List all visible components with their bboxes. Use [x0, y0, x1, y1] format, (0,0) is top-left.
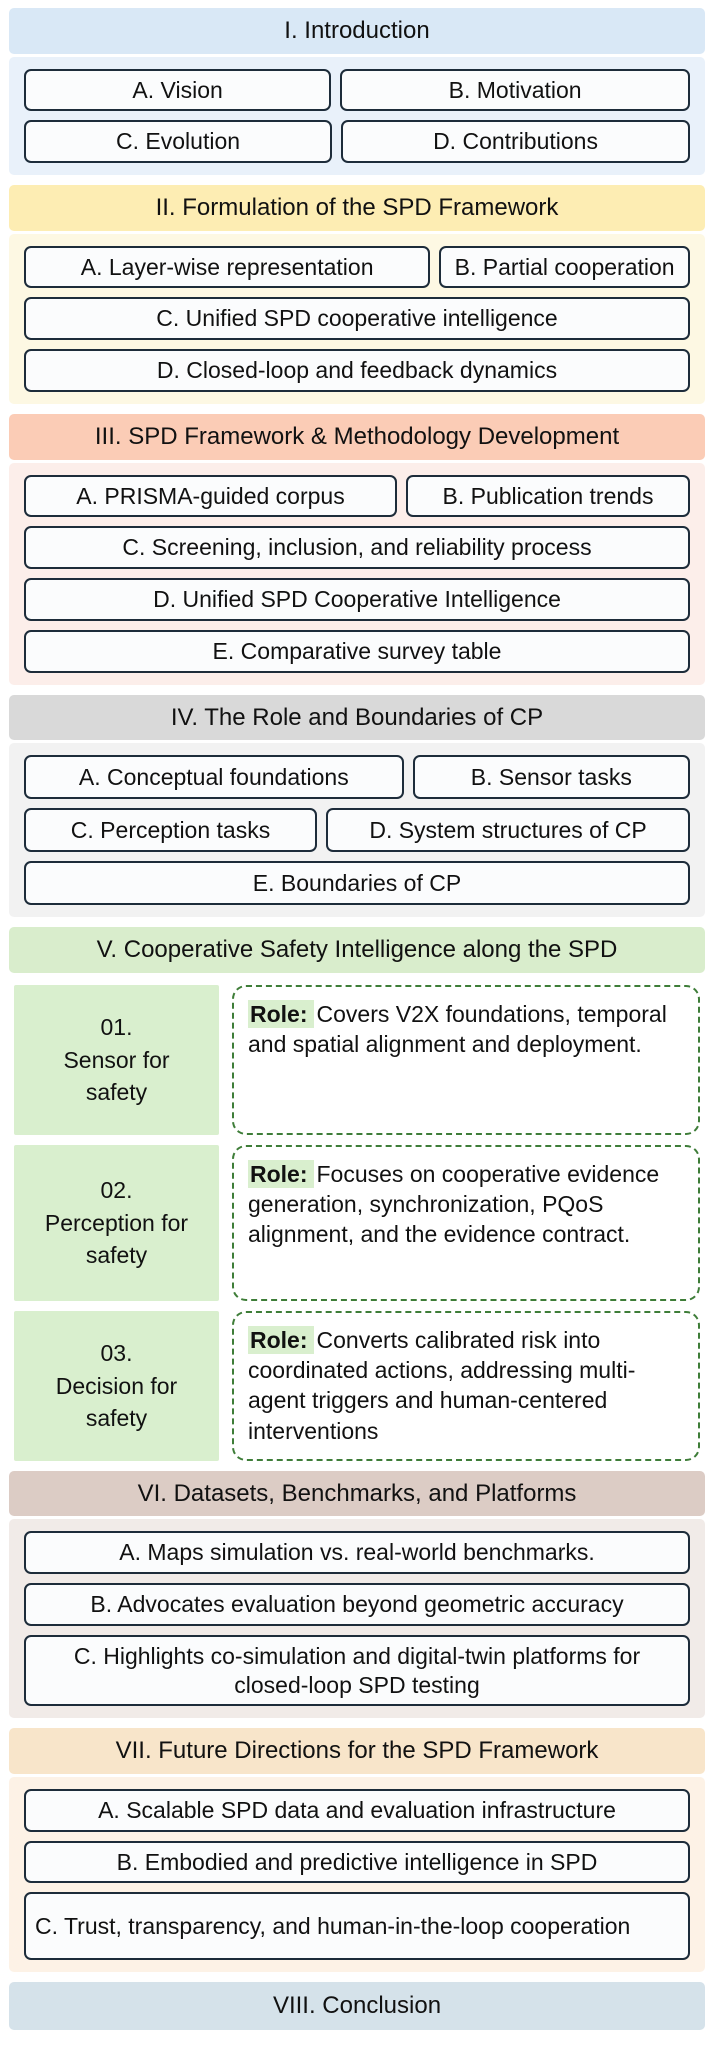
- section-vi-title: VI. Datasets, Benchmarks, and Platforms: [9, 1470, 705, 1517]
- item-unified-spd-intelligence: D. Unified SPD Cooperative Intelligence: [24, 578, 690, 621]
- section-methodology: III. SPD Framework & Methodology Develop…: [9, 413, 705, 685]
- role-tag: Role:: [248, 999, 314, 1028]
- spd-label-sensor: 01. Sensor for safety: [14, 984, 219, 1135]
- spd-row-sensor: 01. Sensor for safety Role:Covers V2X fo…: [14, 984, 700, 1135]
- item-boundaries-of-cp: E. Boundaries of CP: [24, 861, 690, 906]
- section-formulation: II. Formulation of the SPD Framework A. …: [9, 185, 705, 404]
- section-i-row-2: C. Evolution D. Contributions: [24, 120, 690, 164]
- role-tag: Role:: [248, 1325, 314, 1354]
- section-cp-boundaries: IV. The Role and Boundaries of CP A. Con…: [9, 694, 705, 918]
- section-i-row-1: A. Vision B. Motivation: [24, 68, 690, 112]
- item-perception-tasks: C. Perception tasks: [24, 808, 318, 853]
- item-conceptual-foundations: A. Conceptual foundations: [24, 755, 404, 800]
- spd-role-sensor: Role:Covers V2X foundations, temporal an…: [232, 984, 700, 1135]
- spd-role-decision: Role:Converts calibrated risk into coord…: [232, 1310, 700, 1461]
- spd-row-perception: 02. Perception for safety Role:Focuses o…: [14, 1144, 700, 1301]
- spd-name: Decision for safety: [55, 1372, 178, 1431]
- spd-number: 03.: [100, 1340, 133, 1367]
- spd-number: 02.: [100, 1177, 133, 1204]
- item-layerwise-representation: A. Layer-wise representation: [24, 245, 431, 289]
- item-publication-trends: B. Publication trends: [405, 474, 690, 518]
- section-conclusion: VIII. Conclusion: [9, 1982, 705, 2030]
- section-introduction: I. Introduction A. Vision B. Motivation …: [9, 8, 705, 176]
- item-vision: A. Vision: [24, 68, 332, 112]
- section-vii-body: A. Scalable SPD data and evaluation infr…: [9, 1776, 705, 1973]
- section-viii-title: VIII. Conclusion: [9, 1982, 705, 2030]
- role-text: Converts calibrated risk into coordinate…: [248, 1326, 636, 1444]
- section-iii-row-1: A. PRISMA-guided corpus B. Publication t…: [24, 474, 690, 518]
- role-text: Focuses on cooperative evidence generati…: [248, 1160, 660, 1248]
- spd-label-decision: 03. Decision for safety: [14, 1310, 219, 1461]
- item-contributions: D. Contributions: [341, 120, 690, 164]
- section-datasets: VI. Datasets, Benchmarks, and Platforms …: [9, 1470, 705, 1719]
- spd-name: Perception for safety: [44, 1209, 189, 1268]
- section-vi-body: A. Maps simulation vs. real-world benchm…: [9, 1519, 705, 1719]
- item-system-structures-cp: D. System structures of CP: [326, 808, 690, 853]
- role-tag: Role:: [248, 1159, 314, 1188]
- item-closed-loop-feedback: D. Closed-loop and feedback dynamics: [24, 349, 690, 392]
- section-iv-row-1: A. Conceptual foundations B. Sensor task…: [24, 755, 690, 800]
- section-iii-title: III. SPD Framework & Methodology Develop…: [9, 413, 705, 460]
- spd-row-decision: 03. Decision for safety Role:Converts ca…: [14, 1310, 700, 1461]
- section-v-body: 01. Sensor for safety Role:Covers V2X fo…: [9, 984, 705, 1461]
- spd-role-perception: Role:Focuses on cooperative evidence gen…: [232, 1144, 700, 1301]
- item-comparative-survey-table: E. Comparative survey table: [24, 629, 690, 673]
- item-prisma-corpus: A. PRISMA-guided corpus: [24, 474, 397, 518]
- section-iv-title: IV. The Role and Boundaries of CP: [9, 694, 705, 741]
- section-iv-body: A. Conceptual foundations B. Sensor task…: [9, 743, 705, 918]
- item-partial-cooperation: B. Partial cooperation: [439, 245, 690, 289]
- section-ii-row-1: A. Layer-wise representation B. Partial …: [24, 245, 690, 289]
- section-i-body: A. Vision B. Motivation C. Evolution D. …: [9, 56, 705, 176]
- section-iii-body: A. PRISMA-guided corpus B. Publication t…: [9, 462, 705, 685]
- item-evaluation-beyond-accuracy: B. Advocates evaluation beyond geometric…: [24, 1583, 690, 1626]
- spd-name: Sensor for safety: [63, 1046, 170, 1105]
- item-scalable-infrastructure: A. Scalable SPD data and evaluation infr…: [24, 1788, 690, 1832]
- item-trust-transparency: C. Trust, transparency, and human-in-the…: [24, 1892, 690, 1961]
- spd-label-perception: 02. Perception for safety: [14, 1144, 219, 1301]
- spd-number: 01.: [100, 1014, 133, 1041]
- item-motivation: B. Motivation: [340, 68, 690, 112]
- section-ii-body: A. Layer-wise representation B. Partial …: [9, 233, 705, 404]
- item-evolution: C. Evolution: [24, 120, 333, 164]
- item-maps-benchmarks: A. Maps simulation vs. real-world benchm…: [24, 1531, 690, 1575]
- role-text: Covers V2X foundations, temporal and spa…: [248, 1000, 667, 1058]
- item-cosimulation-platforms: C. Highlights co-simulation and digital-…: [24, 1634, 690, 1707]
- section-future-directions: VII. Future Directions for the SPD Frame…: [9, 1728, 705, 1973]
- section-i-title: I. Introduction: [9, 8, 705, 54]
- item-unified-spd-cooperative-intelligence: C. Unified SPD cooperative intelligence: [24, 297, 690, 341]
- section-vii-title: VII. Future Directions for the SPD Frame…: [9, 1728, 705, 1774]
- item-sensor-tasks: B. Sensor tasks: [412, 755, 690, 800]
- section-iv-row-2: C. Perception tasks D. System structures…: [24, 808, 690, 853]
- section-ii-title: II. Formulation of the SPD Framework: [9, 185, 705, 231]
- section-spd-intelligence: V. Cooperative Safety Intelligence along…: [9, 927, 705, 1461]
- section-v-title: V. Cooperative Safety Intelligence along…: [9, 927, 705, 973]
- item-screening-process: C. Screening, inclusion, and reliability…: [24, 526, 690, 570]
- item-embodied-predictive-intelligence: B. Embodied and predictive intelligence …: [24, 1840, 690, 1884]
